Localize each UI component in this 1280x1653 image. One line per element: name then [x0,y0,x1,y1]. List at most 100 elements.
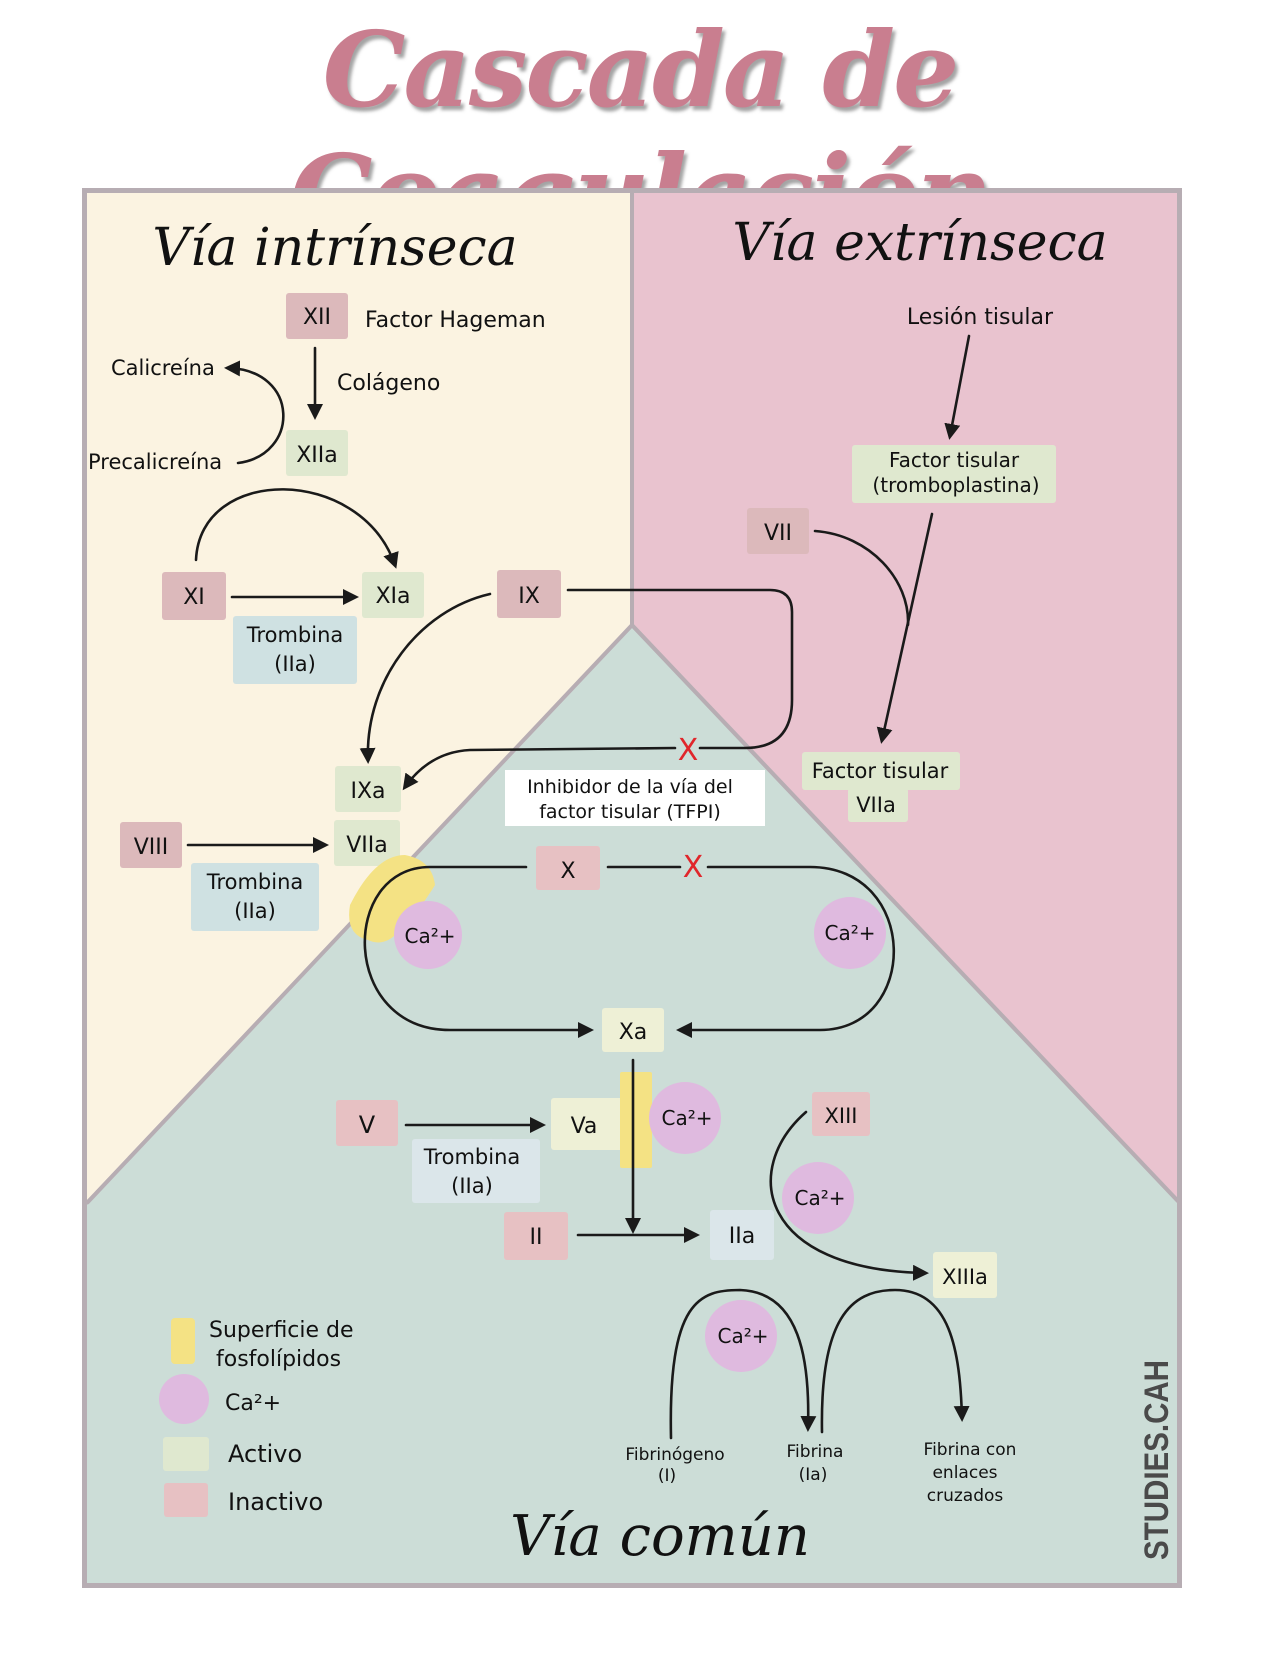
svg-text:Trombina: Trombina [246,623,344,647]
arrow-x-loop-left [363,865,594,1038]
svg-text:IXa: IXa [350,779,385,804]
factor-ixa-node: IXa [335,766,401,812]
legend: Superficie de fosfolípidos Ca²+ Activo I… [159,1318,354,1517]
svg-text:Activo: Activo [228,1440,302,1468]
svg-text:factor tisular (TFPI): factor tisular (TFPI) [539,801,721,823]
svg-text:(tromboplastina): (tromboplastina) [872,473,1039,497]
extrinsic-title: Vía extrínseca [732,213,1107,273]
legend-item-inactive: Inactivo [164,1483,323,1517]
svg-text:Trombina: Trombina [206,870,304,894]
svg-text:XIIIa: XIIIa [942,1265,988,1289]
factor-x-node: X [536,846,600,890]
svg-text:X: X [560,859,575,884]
svg-text:enlaces: enlaces [932,1463,997,1483]
svg-text:VIII: VIII [134,835,169,860]
calcium-ion-tenase: Ca²+ [394,901,462,969]
calcium-ion-extrinsic: Ca²+ [814,897,886,969]
svg-text:II: II [530,1225,543,1250]
arrow-ft-to-ftviia [876,512,934,744]
crosslinked-fibrin-label: Fibrina con enlaces cruzados [924,1440,1017,1506]
precalicreina-label: Precalicreína [88,450,222,474]
svg-text:XIa: XIa [375,584,410,609]
factor-hageman-label: Factor Hageman [365,308,546,333]
calcium-ion-xiii: Ca²+ [782,1162,854,1234]
arrow-tfpi-to-ixa [402,746,677,791]
thrombin-cofactor-1: Trombina (IIa) [233,616,357,684]
watermark: STUDIES.CAH [1138,1360,1176,1560]
factor-iia-node: IIa [710,1210,774,1260]
svg-text:VIIa: VIIa [856,793,896,817]
svg-text:Va: Va [571,1114,598,1139]
intrinsic-region [87,193,630,1200]
calcium-ion-prothrombinase: Ca²+ [649,1082,721,1154]
factor-xii-node: XII [286,293,348,339]
svg-text:XII: XII [303,305,331,330]
svg-text:(IIa): (IIa) [234,899,276,923]
svg-text:Ca²+: Ca²+ [825,921,876,945]
svg-text:Ca²+: Ca²+ [662,1106,713,1130]
svg-text:Ca²+: Ca²+ [795,1186,846,1210]
svg-text:XIII: XIII [825,1104,858,1128]
factor-vii-node: VII [747,508,809,554]
tfpi-label-box: Inhibidor de la vía del factor tisular (… [505,770,765,826]
arrow-vii-merge [813,529,910,627]
factor-viiia-node: VIIa [334,820,400,866]
thrombin-cofactor-3: Trombina (IIa) [412,1139,540,1203]
factor-viii-node: VIII [120,822,182,868]
phospholipid-surface-tenase [349,855,435,943]
factor-v-node: V [336,1100,398,1146]
phospholipid-surface-prothrombinase [620,1072,652,1168]
factor-xi-node: XI [162,572,226,620]
factor-xiiia-node: XIIIa [933,1252,997,1298]
legend-item-active: Activo [163,1437,302,1471]
svg-text:Trombina: Trombina [423,1145,521,1169]
factor-va-node: Va [551,1098,623,1150]
tf-viia-node: Factor tisular VIIa [802,752,960,822]
factor-xiii-node: XIII [812,1092,870,1136]
legend-item-phospholipid: Superficie de fosfolípidos [171,1318,354,1372]
colageno-label: Colágeno [337,371,440,396]
svg-text:Ca²+: Ca²+ [718,1324,769,1348]
factor-ix-node: IX [497,570,561,618]
fibrin-label: Fibrina (Ia) [787,1442,844,1485]
factor-xa-node: Xa [602,1008,664,1052]
arrow-lesion-to-ft [944,334,971,440]
tfpi-inhibition-mark-2: X [683,850,704,885]
arrow-ix-tfpi-loop [566,588,794,750]
svg-text:(IIa): (IIa) [274,652,316,676]
svg-text:Inactivo: Inactivo [228,1488,323,1516]
legend-item-calcium: Ca²+ [159,1374,281,1424]
svg-text:IIa: IIa [729,1224,755,1249]
calcium-ion-fibrin: Ca²+ [705,1300,777,1372]
svg-text:Fibrinógeno: Fibrinógeno [625,1445,724,1465]
arrow-ix-to-ixa [359,592,492,764]
svg-text:cruzados: cruzados [927,1486,1004,1506]
svg-text:XI: XI [183,585,205,610]
tfpi-inhibition-mark-1: X [678,733,699,768]
factor-xia-node: XIa [362,572,424,618]
arrow-xiia-to-xia [194,488,399,569]
svg-text:Inhibidor de la vía del: Inhibidor de la vía del [527,776,733,798]
svg-text:Factor tisular: Factor tisular [889,448,1020,472]
factor-xiia-node: XIIa [286,430,348,476]
extrinsic-region [634,193,1177,1198]
svg-text:XIIa: XIIa [296,443,338,468]
svg-text:Fibrina con: Fibrina con [924,1440,1017,1460]
svg-text:Ca²+: Ca²+ [225,1391,281,1416]
fibrinogen-label: Fibrinógeno (I) [625,1445,724,1486]
calicreina-label: Calicreína [111,356,215,380]
lesion-tisular-label: Lesión tisular [907,305,1054,330]
intrinsic-title: Vía intrínseca [152,218,517,278]
arrow-fibrinogen-to-fibrin [669,1288,817,1440]
svg-text:Fibrina: Fibrina [787,1442,844,1462]
common-title: Vía común [510,1504,810,1569]
thrombin-cofactor-2: Trombina (IIa) [191,863,319,931]
svg-text:Xa: Xa [619,1020,648,1045]
svg-text:Superficie de: Superficie de [209,1318,354,1343]
svg-text:fosfolípidos: fosfolípidos [216,1347,341,1372]
tissue-factor-node: Factor tisular (tromboplastina) [852,445,1056,503]
arrow-xiii-to-xiiia [769,1110,929,1281]
svg-text:(Ia): (Ia) [799,1465,828,1485]
svg-text:(IIa): (IIa) [451,1174,493,1198]
